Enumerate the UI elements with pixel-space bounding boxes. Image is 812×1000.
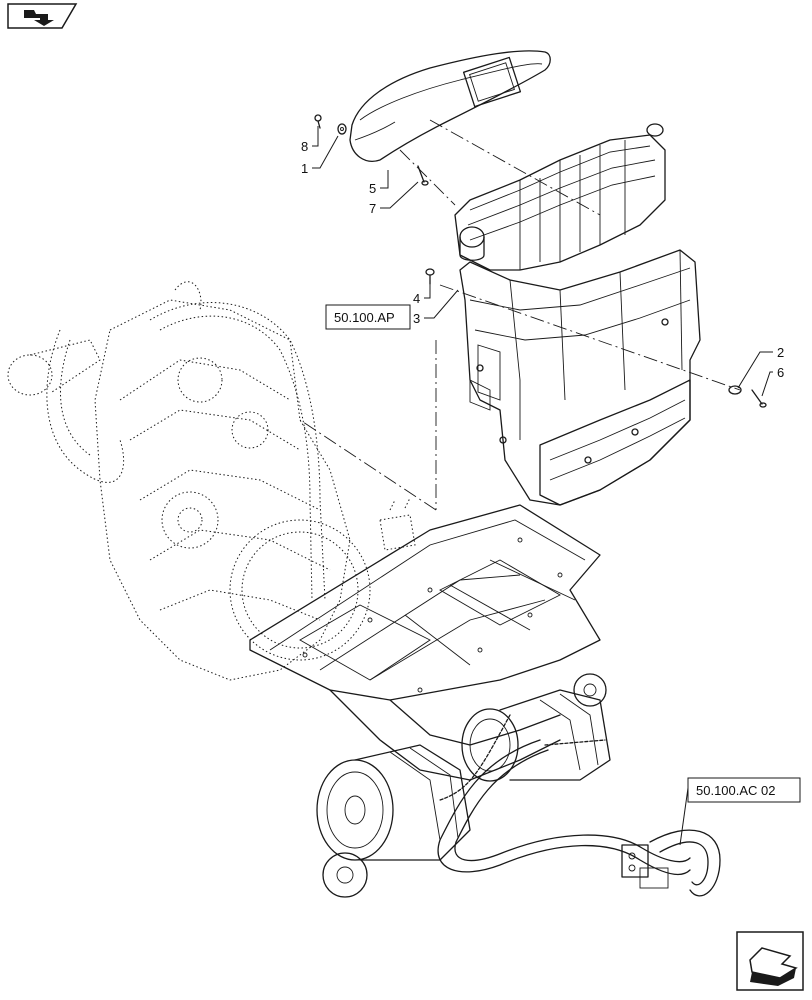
- drive-motor-left: [316, 744, 471, 898]
- screw-8: [314, 114, 322, 129]
- air-duct-cover: [349, 50, 551, 162]
- drive-motor-right: [439, 673, 611, 801]
- callout-1: 1: [301, 161, 308, 176]
- reference-ap-label: 50.100.AP: [334, 310, 395, 325]
- book-arrow-icon[interactable]: [7, 3, 78, 29]
- callout-7: 7: [369, 201, 376, 216]
- bolt-6: [751, 389, 767, 408]
- reference-ac-label: 50.100.AC 02: [696, 783, 776, 798]
- chassis-frame: [249, 504, 601, 781]
- callout-3: 3: [413, 311, 420, 326]
- assembly-lines: [299, 119, 741, 511]
- hvac-housing: [454, 123, 701, 506]
- callout-6: 6: [777, 365, 784, 380]
- bolt-7: [417, 165, 429, 186]
- heater-hose: [437, 739, 721, 897]
- callout-leaders: [312, 126, 773, 846]
- callout-5: 5: [369, 181, 376, 196]
- callout-4: 4: [413, 291, 420, 306]
- reference-link-ac[interactable]: 50.100.AC 02: [687, 777, 801, 803]
- washer-2: [728, 385, 742, 395]
- callout-8: 8: [301, 139, 308, 154]
- next-page-arrow-icon[interactable]: [736, 931, 804, 991]
- reference-link-ap[interactable]: 50.100.AP: [325, 304, 411, 330]
- callout-2: 2: [777, 345, 784, 360]
- screw-4: [425, 268, 435, 285]
- washer-1: [337, 123, 347, 135]
- engine-assembly: [7, 281, 416, 681]
